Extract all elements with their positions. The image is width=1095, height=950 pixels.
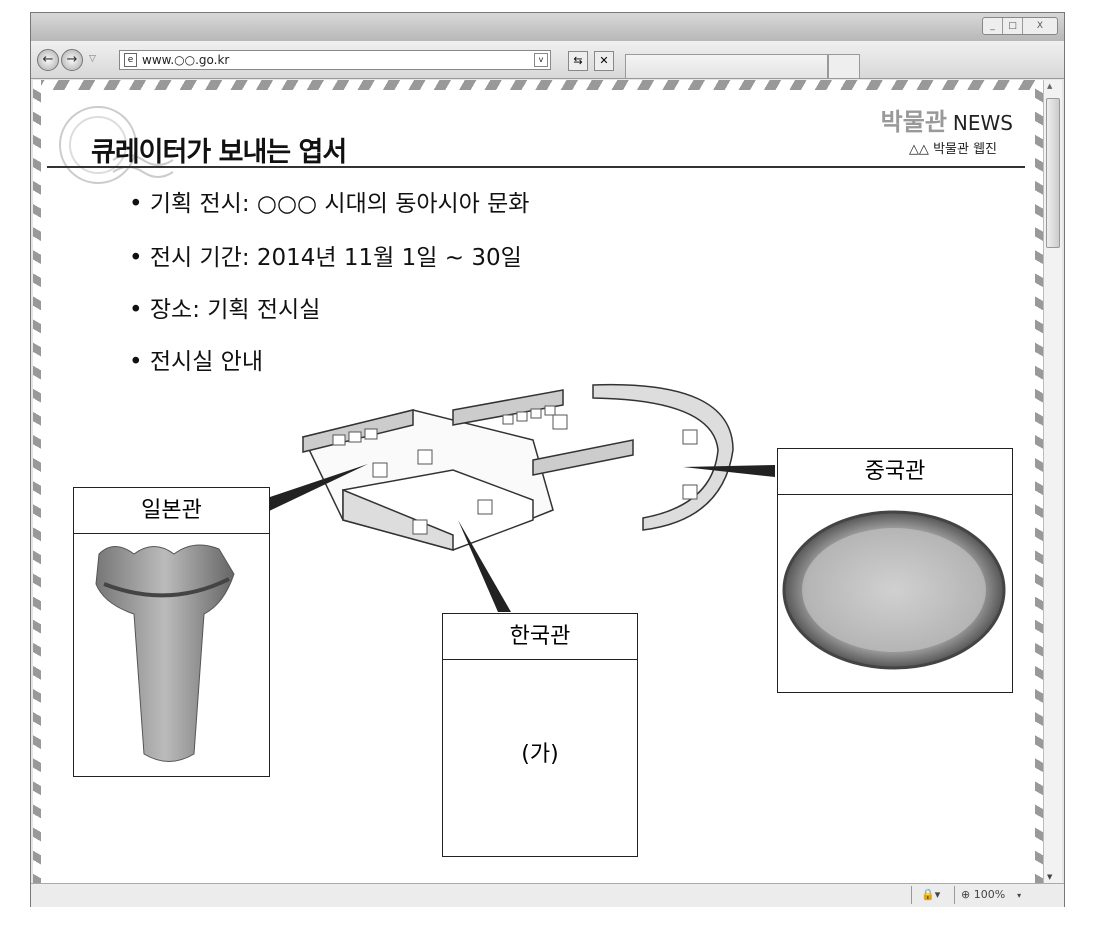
stop-button[interactable]: ✕: [594, 51, 614, 71]
korea-hall-placeholder: (가): [521, 742, 559, 767]
refresh-button[interactable]: ⇆: [568, 51, 588, 71]
page-title: 큐레이터가 보내는 엽서: [91, 137, 347, 168]
korea-hall-box: 한국관 (가): [442, 613, 638, 857]
korea-pointer: [458, 520, 511, 612]
history-dropdown-icon[interactable]: ▽: [89, 54, 96, 64]
bronze-bowl-image: [782, 510, 1006, 670]
page-icon: e: [124, 53, 137, 67]
china-pointer: [683, 465, 775, 477]
japan-hall-label: 일본관: [74, 488, 269, 534]
brand-news: NEWS: [952, 111, 1013, 135]
stripe-border-top: [33, 80, 1043, 90]
forward-button[interactable]: →: [61, 49, 83, 71]
back-button[interactable]: ←: [37, 49, 59, 71]
title-divider: [47, 166, 1025, 168]
bullet-guide: • 전시실 안내: [129, 349, 263, 375]
scroll-up-icon[interactable]: ▲: [1047, 82, 1053, 90]
zoom-icon: ⊕: [961, 888, 974, 901]
url-text: www.○○.go.kr: [142, 53, 230, 67]
exhibition-floor-plan: [267, 383, 775, 612]
china-hall-box: 중국관: [777, 448, 1013, 693]
close-button[interactable]: X: [1036, 21, 1044, 31]
postmark-stamp-icon: [59, 106, 174, 184]
china-hall-label: 중국관: [778, 449, 1012, 495]
scroll-thumb[interactable]: [1046, 98, 1060, 248]
minimize-button[interactable]: _: [983, 18, 1003, 34]
address-dropdown-icon[interactable]: v: [534, 53, 548, 67]
status-bar: 🔒▾ ⊕ 100%▾: [31, 883, 1064, 907]
bullet-location: • 장소: 기획 전시실: [129, 297, 321, 323]
stripe-border-left: [33, 80, 41, 883]
status-divider: [954, 886, 955, 904]
korea-hall-label: 한국관: [443, 614, 637, 660]
vertical-scrollbar[interactable]: ▲ ▼: [1043, 80, 1062, 883]
maximize-button[interactable]: □: [1003, 18, 1023, 34]
browser-window: _ □ X ← → ▽ e www.○○.go.kr v ⇆ ✕ 큐레이터가 보…: [30, 12, 1065, 907]
japan-pointer: [267, 464, 368, 512]
tab[interactable]: [625, 54, 828, 78]
japan-hall-box: 일본관: [73, 487, 270, 777]
zoom-control[interactable]: ⊕ 100%▾: [961, 888, 1022, 901]
zoom-level: 100%: [973, 888, 1006, 901]
new-tab-button[interactable]: [828, 54, 860, 78]
brand-text: 박물관: [880, 108, 947, 136]
toolbar: ← → ▽ e www.○○.go.kr v ⇆ ✕: [31, 41, 1064, 79]
subtitle: △△ 박물관 웹진: [908, 142, 997, 157]
stripe-border-right: [1035, 80, 1043, 883]
scroll-down-icon[interactable]: ▼: [1047, 873, 1053, 881]
window-controls: _ □ X: [982, 17, 1058, 35]
title-bar: _ □ X: [31, 13, 1064, 41]
security-icon[interactable]: 🔒▾: [921, 888, 941, 901]
bullet-exhibition: • 기획 전시: ○○○ 시대의 동아시아 문화: [129, 191, 530, 217]
address-bar[interactable]: e www.○○.go.kr v: [119, 50, 551, 70]
status-divider: [911, 886, 912, 904]
jomon-pottery-image: [95, 544, 235, 762]
bullet-period: • 전시 기간: 2014년 11월 1일 ~ 30일: [129, 245, 522, 271]
